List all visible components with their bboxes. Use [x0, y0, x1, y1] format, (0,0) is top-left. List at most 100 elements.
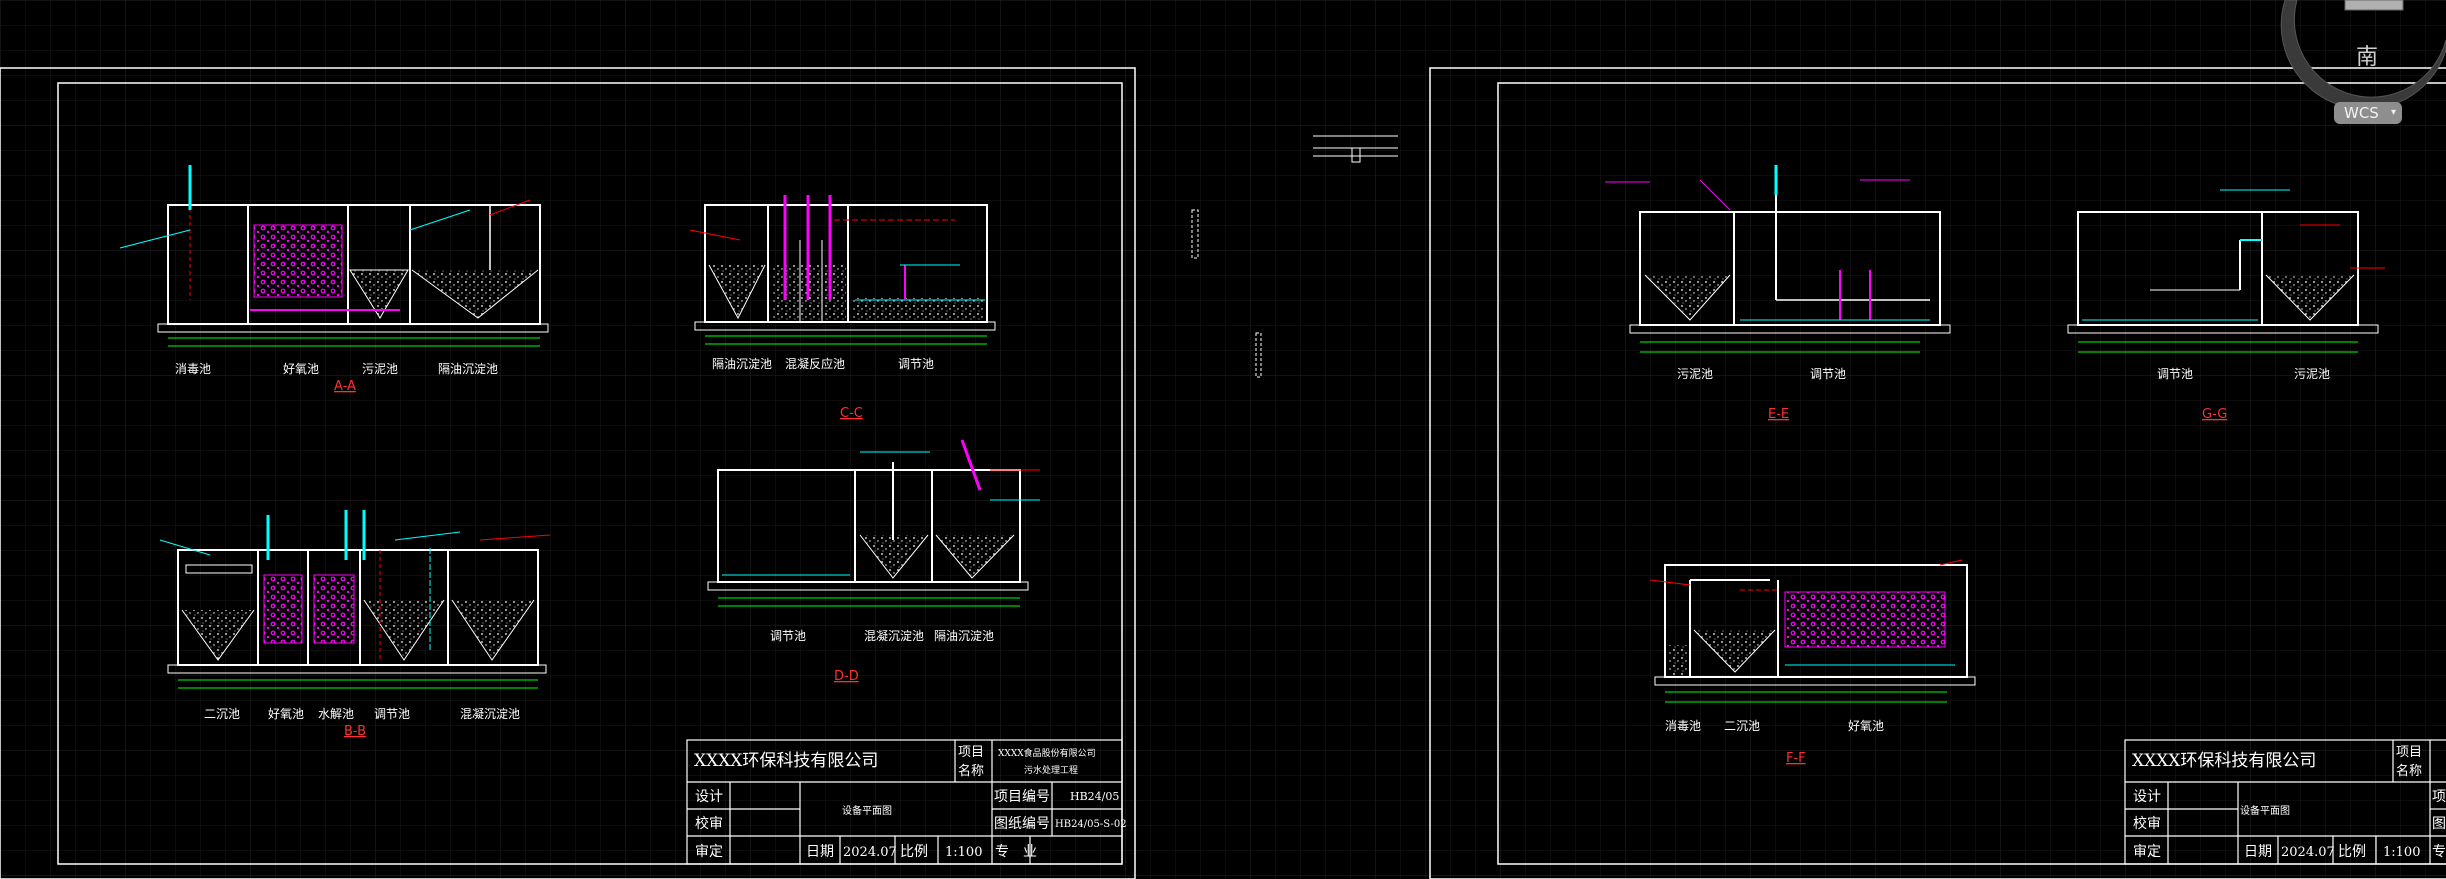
section-b-b-tank [177, 549, 539, 666]
section-d-d-title: D-D [834, 669, 859, 684]
section-a-a-title: A-A [334, 379, 356, 394]
partial-label: 专 [2432, 844, 2446, 860]
section-a-a-pool-label: 消毒池 [175, 362, 211, 376]
date: 2024.07 [2281, 845, 2335, 860]
scale: 1:100 [945, 845, 982, 860]
drawing-no: HB24/05-S-02 [1055, 819, 1127, 830]
project-no-label: 项目编号 [994, 789, 1050, 805]
project-no: HB24/05 [1070, 790, 1119, 803]
stray-block [1351, 147, 1361, 163]
drawing-name: 设备平面图 [2240, 804, 2290, 817]
project-label: 项目 [2396, 745, 2422, 760]
section-d-d[interactable]: 调节池 混凝沉淀池 隔油沉淀池 D-D [707, 439, 1040, 684]
section-b-b-hopper [363, 599, 445, 661]
section-d-d-hopper [859, 534, 929, 579]
ucs-label: WCS [2344, 104, 2379, 122]
section-b-b-media-block [263, 574, 303, 644]
section-e-e[interactable]: 污泥池 调节池 E-E [1605, 165, 1951, 422]
section-f-f-leader [1649, 579, 1691, 586]
section-f-f-tank [1664, 564, 1968, 678]
project-name-line2: 污水处理工程 [1024, 764, 1078, 776]
company-name: XXXX环保科技有限公司 [694, 751, 878, 771]
section-c-c[interactable]: 隔油沉淀池 混凝反应池 调节池 C-C [689, 195, 996, 421]
section-d-d-pool-label: 混凝沉淀池 [864, 628, 924, 643]
section-a-a-hopper [349, 269, 409, 319]
approver-label: 审定 [695, 844, 723, 860]
section-b-b-weir [185, 564, 253, 574]
section-e-e-title: E-E [1768, 407, 1789, 422]
title-block-2[interactable] [2124, 739, 2446, 865]
scale: 1:100 [2383, 845, 2420, 860]
viewcube-face[interactable] [2344, 0, 2404, 11]
section-d-d-hopper [935, 534, 1015, 579]
section-a-a-pool-label: 污泥池 [362, 362, 398, 376]
viewcube-ring[interactable] [2280, 0, 2446, 110]
section-a-a[interactable]: 消毒池 好氧池 污泥池 隔油沉淀池 A-A [119, 165, 549, 394]
section-b-b-pool-label: 水解池 [318, 707, 354, 721]
chevron-down-icon: ▾ [2390, 107, 2396, 118]
section-c-c-pool-label: 混凝反应池 [785, 356, 845, 371]
sheet-2-outer-border [1429, 67, 2446, 879]
section-b-b[interactable]: 二沉池 好氧池 水解池 调节池 混凝沉淀池 B-B [159, 510, 551, 739]
section-g-g[interactable]: 调节池 污泥池 G-G [2067, 189, 2385, 422]
section-f-f-pool-label: 好氧池 [1848, 719, 1884, 733]
section-c-c-tank [704, 204, 988, 323]
project-label: 项目 [958, 745, 984, 760]
sheet-1-outer-border [0, 67, 1136, 879]
project-name-line1: XXXX食品股份有限公司 [998, 747, 1096, 759]
scale-label: 比例 [900, 844, 928, 860]
section-b-b-hopper [181, 609, 255, 661]
stray-objects[interactable] [1191, 135, 1398, 378]
section-c-c-hopper [708, 264, 766, 320]
section-a-a-leader [409, 209, 471, 231]
company-name: XXXX环保科技有限公司 [2132, 751, 2316, 771]
discipline-label: 专 业 [995, 844, 1037, 860]
title-block-1-text: XXXX环保科技有限公司 项目 名称 XXXX食品股份有限公司 污水处理工程 设… [694, 745, 1127, 860]
title-block-2-text: XXXX环保科技有限公司 项目 名称 设计 校审 审定 设备平面图 项 图 日期… [2132, 745, 2446, 860]
stray-text [1191, 209, 1199, 259]
date: 2024.07 [843, 845, 897, 860]
sheet-1[interactable]: 消毒池 好氧池 污泥池 隔油沉淀池 A-A [0, 67, 1136, 879]
section-f-f-leader [1939, 559, 1963, 566]
section-g-g-pool-label: 调节池 [2157, 367, 2193, 381]
section-e-e-tank [1639, 211, 1941, 326]
section-a-a-media-block [253, 224, 343, 298]
section-f-f-title: F-F [1786, 751, 1806, 766]
section-d-d-tank [717, 469, 1021, 583]
date-label: 日期 [2244, 844, 2272, 860]
section-b-b-title: B-B [344, 724, 366, 739]
section-f-f[interactable]: 消毒池 二沉池 好氧池 F-F [1649, 559, 1976, 766]
viewcube-south-label[interactable]: 南 [2356, 45, 2378, 70]
section-e-e-leader [1699, 179, 1731, 211]
drawing-no-label: 图纸编号 [994, 816, 1050, 832]
designer-label: 设计 [2133, 789, 2161, 805]
section-a-a-leader [489, 199, 531, 216]
section-g-g-pool-label: 污泥池 [2294, 367, 2330, 381]
project-label: 名称 [958, 763, 984, 779]
partial-label: 图 [2432, 816, 2446, 832]
section-c-c-leader [689, 229, 741, 241]
section-g-g-hopper [2265, 274, 2355, 321]
section-a-a-leader [119, 229, 191, 249]
partial-label: 项 [2432, 789, 2446, 805]
section-b-b-pool-label: 混凝沉淀池 [460, 706, 520, 721]
section-f-f-pool-label: 消毒池 [1665, 719, 1701, 733]
section-c-c-floor-fill [852, 298, 984, 320]
section-e-e-pool-label: 调节池 [1810, 367, 1846, 381]
section-b-b-leader [159, 539, 211, 556]
title-block-1[interactable] [686, 739, 1123, 865]
viewcube[interactable]: 南 [2280, 0, 2446, 110]
title-block-1-border [686, 739, 1123, 865]
section-g-g-title: G-G [2202, 407, 2227, 422]
sheet-2-inner-frame [1497, 82, 2446, 865]
project-label: 名称 [2396, 763, 2422, 779]
reviewer-label: 校审 [695, 815, 723, 832]
section-b-b-pool-label: 调节池 [374, 707, 410, 721]
sheet-2[interactable]: 污泥池 调节池 E-E 调节池 污泥池 G-G [1429, 67, 2446, 879]
drawing-name: 设备平面图 [842, 804, 892, 817]
section-f-f-pool-label: 二沉池 [1724, 719, 1760, 733]
section-f-f-media-block [1784, 591, 1946, 648]
ucs-wcs-button[interactable]: WCS ▾ [2334, 102, 2402, 124]
